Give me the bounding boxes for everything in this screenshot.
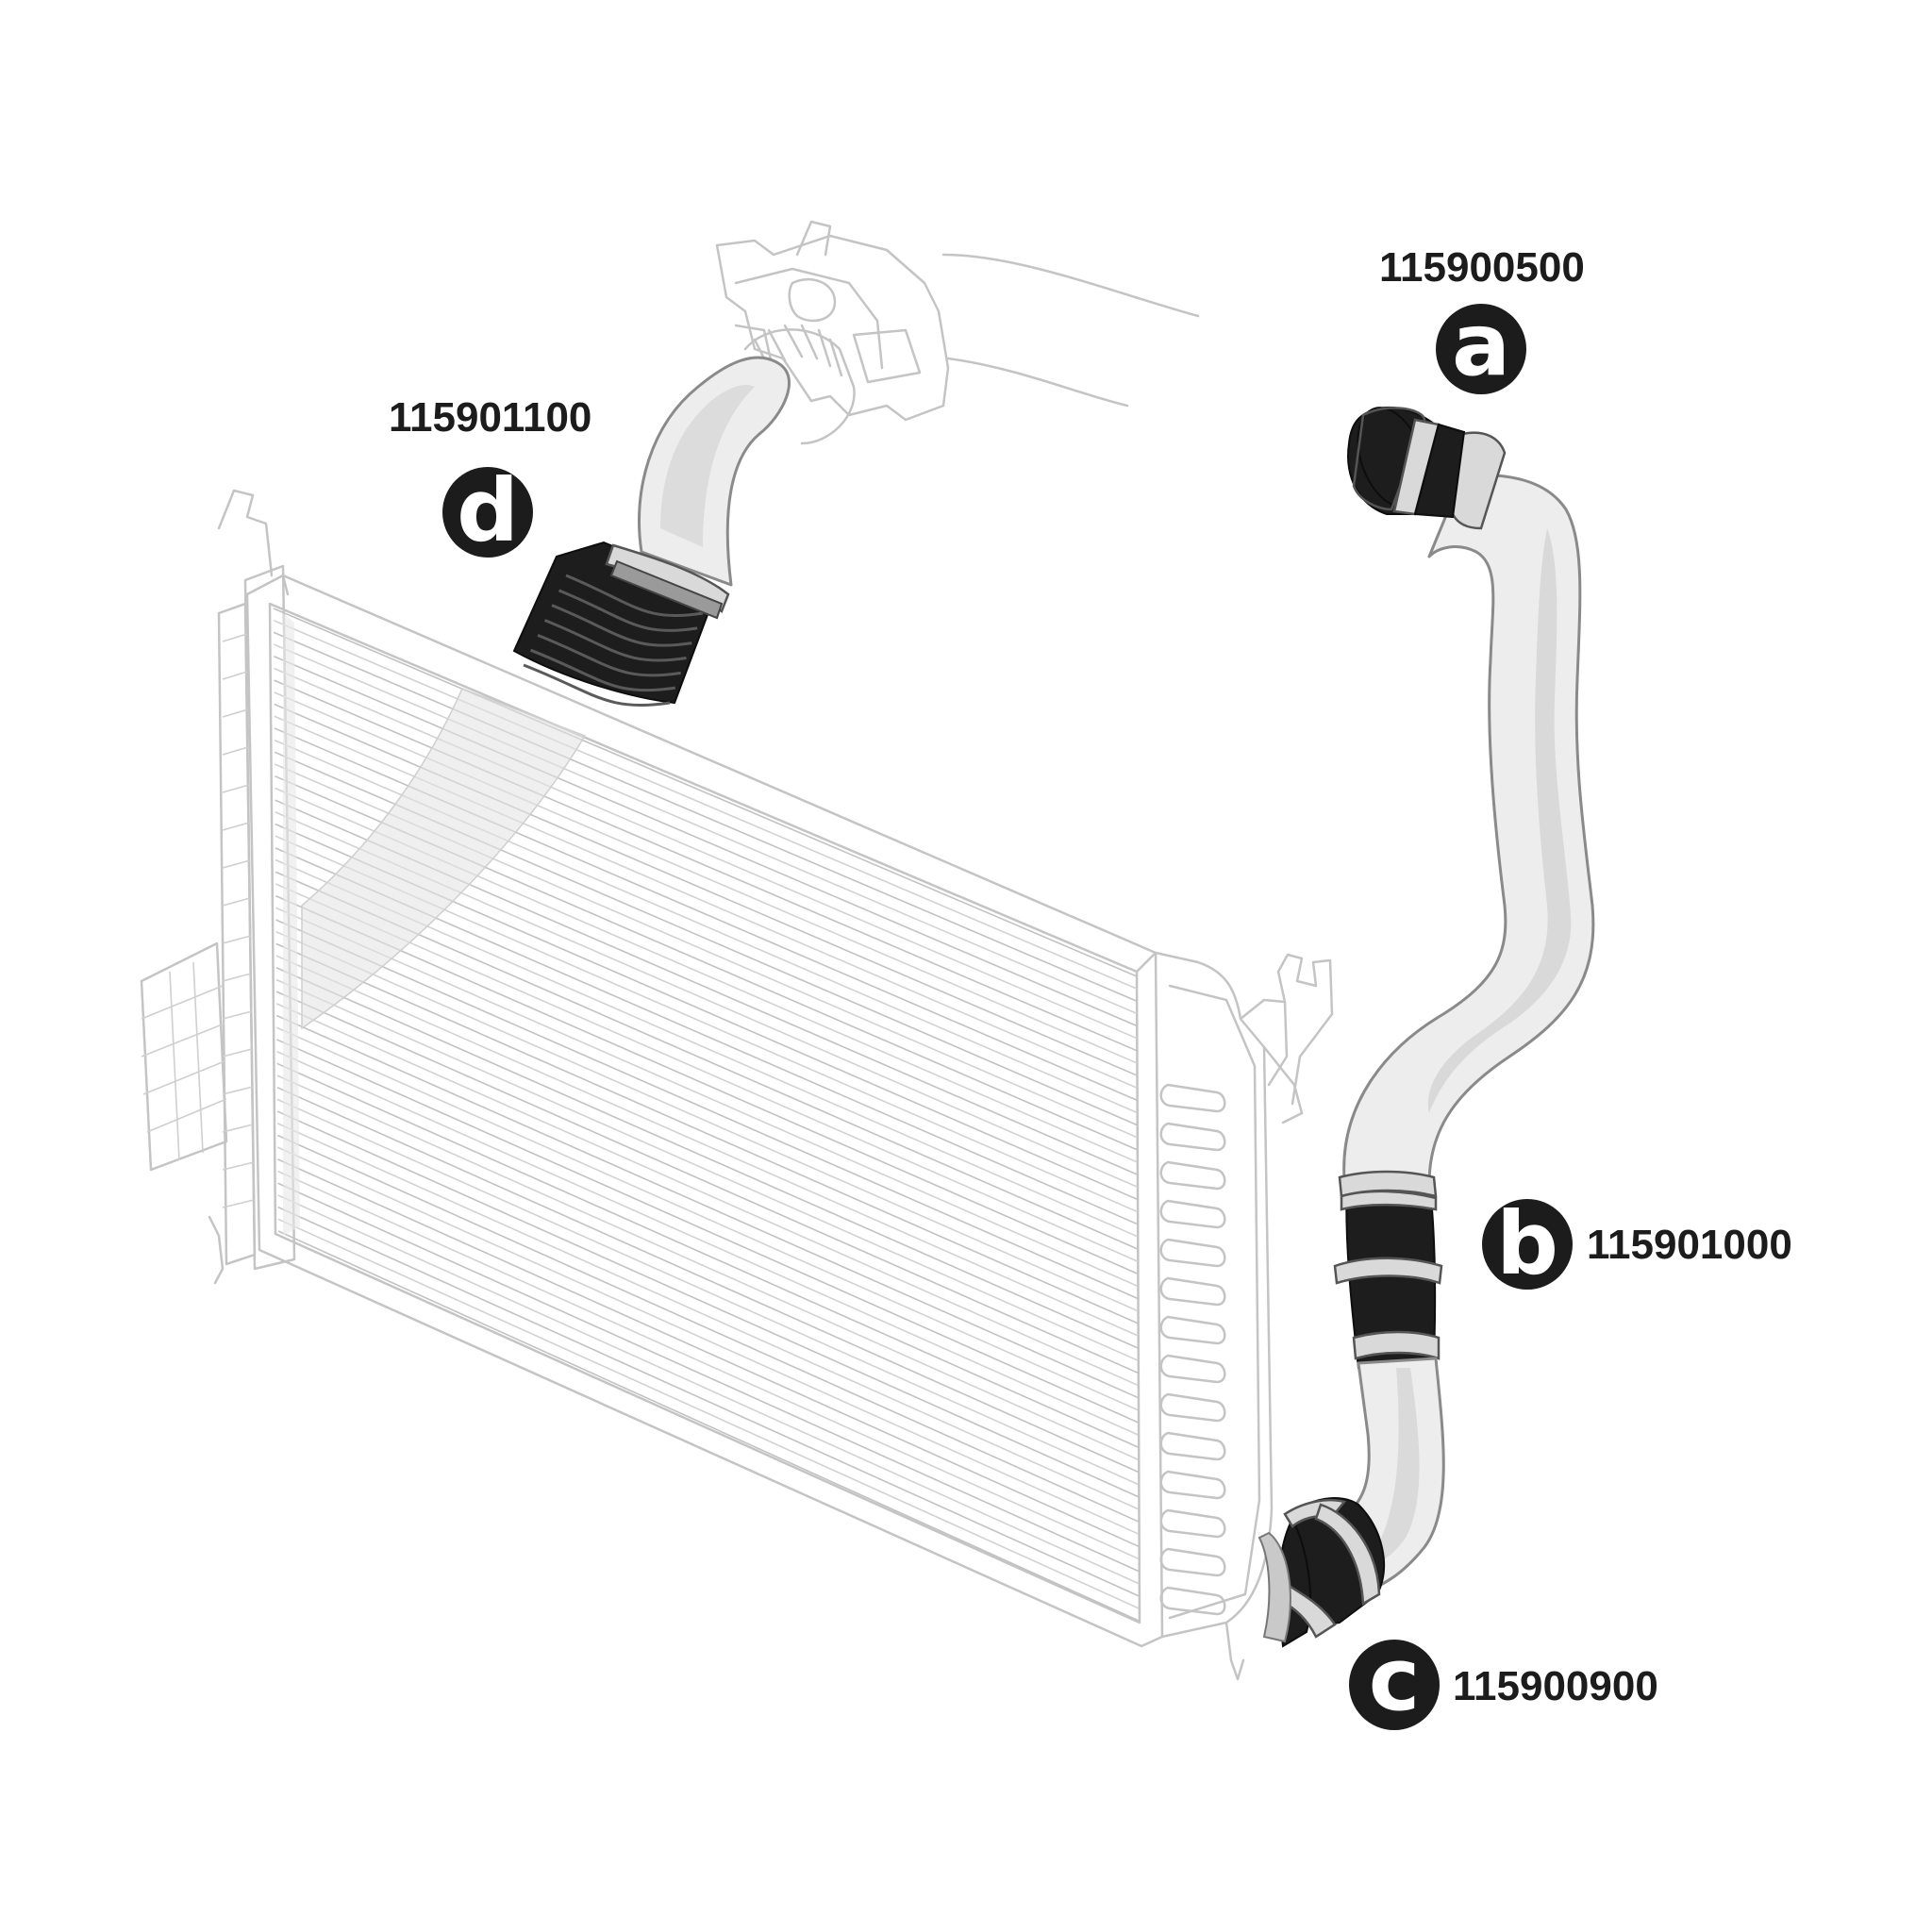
callout-badge-d <box>442 467 533 558</box>
fin-line <box>275 955 1139 1337</box>
fin-line <box>276 1086 1139 1474</box>
fin-line <box>273 643 1138 1015</box>
fin-line <box>276 1062 1139 1448</box>
fin-line <box>277 1230 1140 1622</box>
fin-line <box>276 1074 1139 1460</box>
fin-line <box>276 1146 1140 1535</box>
fin-line <box>274 656 1138 1027</box>
fin-line <box>276 1123 1139 1510</box>
fin-line <box>276 1026 1139 1411</box>
fin-line <box>277 1170 1140 1560</box>
fin-line <box>275 883 1139 1262</box>
tank-slot <box>1159 1392 1226 1423</box>
fin-line <box>275 1014 1139 1399</box>
intercooler-left-tank <box>140 489 296 1285</box>
hose-a-115900500 <box>1342 406 1595 1186</box>
intercooler-right-tank <box>1154 951 1334 1681</box>
tank-slot <box>1159 1508 1226 1539</box>
hose-c-115900900 <box>1257 1497 1385 1648</box>
fin-line <box>276 1039 1139 1424</box>
coupler-rib <box>543 619 687 662</box>
fin-line <box>276 1050 1139 1436</box>
coupler-rib <box>537 633 681 677</box>
fin-line <box>275 967 1139 1349</box>
fin-line <box>275 907 1139 1288</box>
callout-badge-b <box>1482 1199 1573 1290</box>
fin-line <box>274 679 1138 1052</box>
coupler-rib <box>551 604 692 647</box>
fin-line <box>275 1003 1139 1387</box>
fin-line <box>273 631 1138 1003</box>
callout-letter-c: c <box>1369 1629 1421 1730</box>
fin-line <box>275 894 1139 1274</box>
right-tank-slots <box>1159 1083 1226 1616</box>
part-number-d: 115901100 <box>389 394 591 441</box>
intercooler-core <box>140 489 1334 1681</box>
fin-line <box>277 1206 1140 1597</box>
tank-slot <box>1159 1470 1226 1500</box>
tank-slot <box>1159 1160 1226 1191</box>
callout-letter-d: d <box>457 460 519 561</box>
fin-line <box>277 1218 1140 1609</box>
fin-line <box>274 667 1138 1040</box>
fin-line <box>275 978 1139 1361</box>
callout-b: b 115901000 <box>1482 1193 1792 1294</box>
callout-a: 115900500 a <box>1379 244 1585 395</box>
hose-d-coupler-ribs <box>523 574 704 708</box>
callout-badge-c <box>1349 1640 1440 1730</box>
callout-d: 115901100 d <box>389 394 591 561</box>
tank-slot <box>1159 1431 1226 1461</box>
callout-letter-a: a <box>1452 294 1510 395</box>
tank-slot <box>1159 1315 1226 1345</box>
throttle-body-outline <box>715 220 1200 445</box>
coupler-rib <box>529 648 676 692</box>
coupler-rib <box>565 574 704 618</box>
callout-c: c 115900900 <box>1349 1629 1658 1730</box>
fin-line <box>276 1098 1139 1486</box>
tank-slot <box>1159 1547 1226 1577</box>
tank-slot <box>1159 1199 1226 1229</box>
tank-slot <box>1159 1586 1226 1616</box>
fin-line <box>277 1194 1140 1585</box>
fin-line <box>275 942 1139 1324</box>
part-number-a: 115900500 <box>1379 244 1585 291</box>
tank-slot <box>1159 1276 1226 1307</box>
part-number-c: 115900900 <box>1453 1663 1658 1709</box>
fin-line <box>273 608 1138 977</box>
tank-slot <box>1159 1122 1226 1152</box>
fin-line <box>274 703 1138 1076</box>
coupler-rib <box>558 589 698 632</box>
fin-line <box>274 691 1138 1064</box>
fin-line <box>277 1182 1140 1573</box>
intercooler-fins <box>273 608 1140 1622</box>
hose-d-115901100 <box>512 356 791 708</box>
fin-line <box>273 619 1138 990</box>
tank-slot <box>1159 1083 1226 1113</box>
callout-letter-b: b <box>1496 1193 1558 1294</box>
coupler-rib <box>523 663 671 708</box>
tank-slot <box>1159 1238 1226 1268</box>
callout-badge-a <box>1436 304 1526 394</box>
part-number-b: 115901000 <box>1587 1222 1792 1268</box>
fin-line <box>276 1134 1140 1523</box>
fin-line <box>275 919 1139 1300</box>
fin-line <box>275 930 1139 1312</box>
fin-line <box>276 1110 1139 1498</box>
tank-slot <box>1159 1354 1226 1384</box>
fin-line <box>275 991 1139 1374</box>
fin-line <box>277 1158 1140 1547</box>
